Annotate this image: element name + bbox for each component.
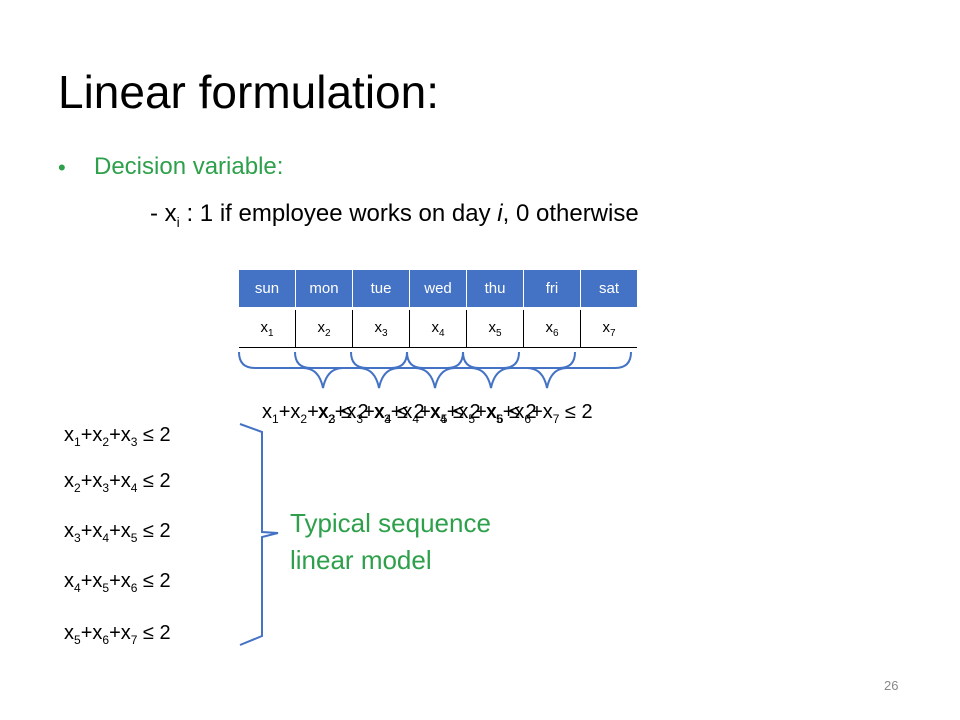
page-number: 26 — [884, 678, 899, 693]
cell-x3: x3 — [352, 308, 410, 348]
typical-sequence-label: Typical sequence linear model — [290, 505, 491, 579]
brace-sun-tue — [238, 351, 408, 389]
header-fri: fri — [523, 270, 581, 310]
header-thu: thu — [466, 270, 524, 310]
cell-x6: x6 — [523, 308, 581, 348]
header-sat: sat — [580, 270, 637, 310]
typical-label-line-1: Typical sequence — [290, 508, 491, 538]
cell-x1: x1 — [239, 308, 296, 348]
definition-suffix: , 0 otherwise — [502, 200, 639, 227]
cell-x2: x2 — [295, 308, 353, 348]
definition-subscript: i — [176, 213, 180, 230]
bullet-decision-variable: Decision variable: — [94, 153, 284, 180]
header-mon: mon — [295, 270, 353, 310]
overlapping-constraint-1: x1+x2+x3 ≤ 2 — [262, 401, 369, 426]
days-table: sun mon tue wed thu fri sat x1 x2 x3 x4 … — [239, 270, 637, 348]
days-header-row: sun mon tue wed thu fri sat — [239, 270, 637, 310]
constraint-4: x4+x5+x6 ≤ 2 — [64, 570, 171, 595]
bullet-marker: • — [58, 155, 66, 180]
days-variable-row: x1 x2 x3 x4 x5 x6 x7 — [239, 308, 637, 348]
definition-italic: i — [497, 200, 503, 227]
header-tue: tue — [352, 270, 410, 310]
typical-label-line-2: linear model — [290, 545, 432, 575]
brace-mon-wed — [294, 351, 464, 389]
definition-prefix: - x — [150, 200, 177, 227]
cell-x7: x7 — [580, 308, 637, 348]
constraint-5: x5+x6+x7 ≤ 2 — [64, 622, 171, 647]
constraint-3: x3+x4+x5 ≤ 2 — [64, 520, 171, 545]
header-sun: sun — [239, 270, 296, 310]
overlapping-constraint-4: x4+x5+x6 ≤ 2 — [430, 401, 537, 426]
overlapping-constraint-3: x3+x4+x5 ≤ 2 — [374, 401, 481, 426]
brace-wed-fri — [406, 351, 576, 389]
overlapping-constraint-5: x5+x6+x7 ≤ 2 — [486, 401, 593, 426]
slide-title: Linear formulation: — [58, 66, 439, 118]
variable-definition: - xi : 1 if employee works on day i, 0 o… — [150, 198, 639, 238]
overlapping-constraint-2: x2+x3+x4 ≤ 2 — [318, 401, 425, 426]
cell-x4: x4 — [409, 308, 467, 348]
brace-thu-sat — [462, 351, 632, 389]
cell-x5: x5 — [466, 308, 524, 348]
header-wed: wed — [409, 270, 467, 310]
bracket-line — [239, 423, 279, 646]
brace-tue-thu — [350, 351, 520, 389]
constraint-1: x1+x2+x3 ≤ 2 — [64, 424, 171, 449]
definition-middle: : 1 if employee works on day — [179, 200, 498, 227]
constraint-2: x2+x3+x4 ≤ 2 — [64, 470, 171, 495]
